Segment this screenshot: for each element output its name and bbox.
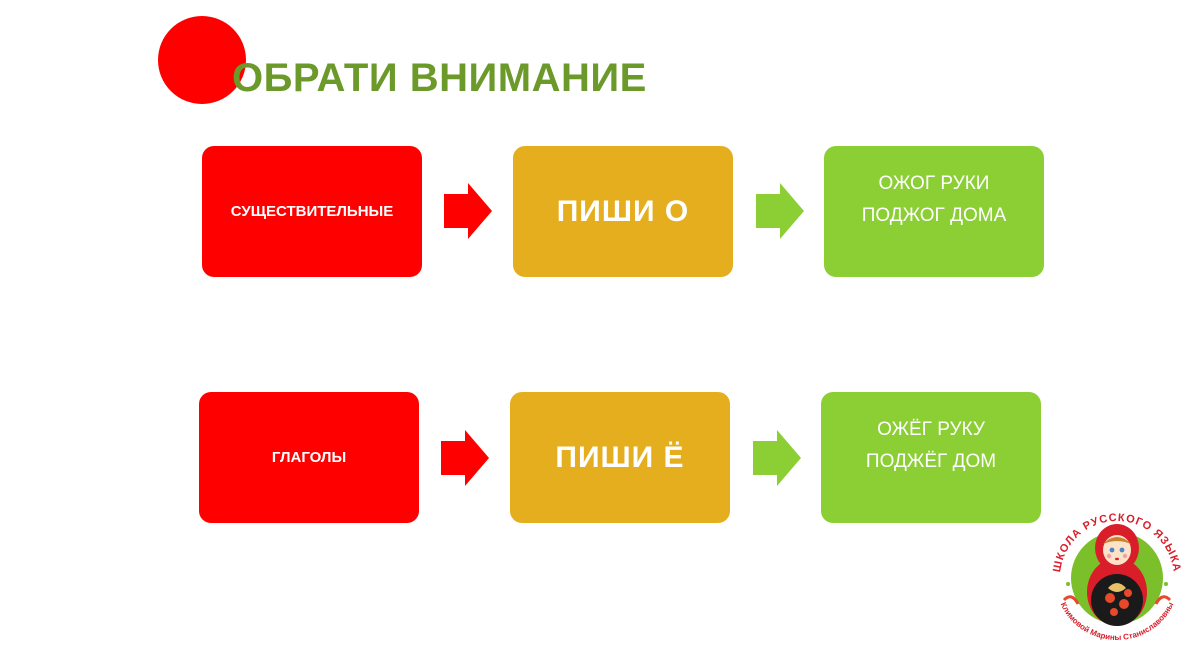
page-title: ОБРАТИ ВНИМАНИЕ [232,56,647,100]
example-text: ОЖОГ РУКИ [878,173,990,194]
rule-box-yo: ПИШИ Ё [510,392,730,523]
school-logo-matryoshka-icon: ШКОЛА РУССКОГО ЯЗЫКА Климовой Марины Ста… [1051,512,1182,640]
category-label: СУЩЕСТВИТЕЛЬНЫЕ [230,203,394,220]
category-label: ГЛАГОЛЫ [271,449,347,466]
arrow-right-icon [441,430,489,486]
example-text: ПОДЖОГ ДОМА [861,205,1007,226]
rule-label: ПИШИ О [556,194,690,228]
category-box-nouns: СУЩЕСТВИТЕЛЬНЫЕ [202,146,422,277]
rule-box-o: ПИШИ О [513,146,733,277]
arrow-right-icon [753,430,801,486]
examples-box-verbs: ОЖЁГ РУКУ ПОДЖЁГ ДОМ [821,392,1041,523]
arrow-right-icon [444,183,492,239]
examples-box-nouns: ОЖОГ РУКИ ПОДЖОГ ДОМА [824,146,1044,277]
example-text: ОЖЁГ РУКУ [877,419,985,440]
rule-label: ПИШИ Ё [555,440,685,474]
category-box-verbs: ГЛАГОЛЫ [199,392,419,523]
decorative-red-circle [158,16,246,104]
example-text: ПОДЖЁГ ДОМ [865,451,997,472]
arrow-right-icon [756,183,804,239]
